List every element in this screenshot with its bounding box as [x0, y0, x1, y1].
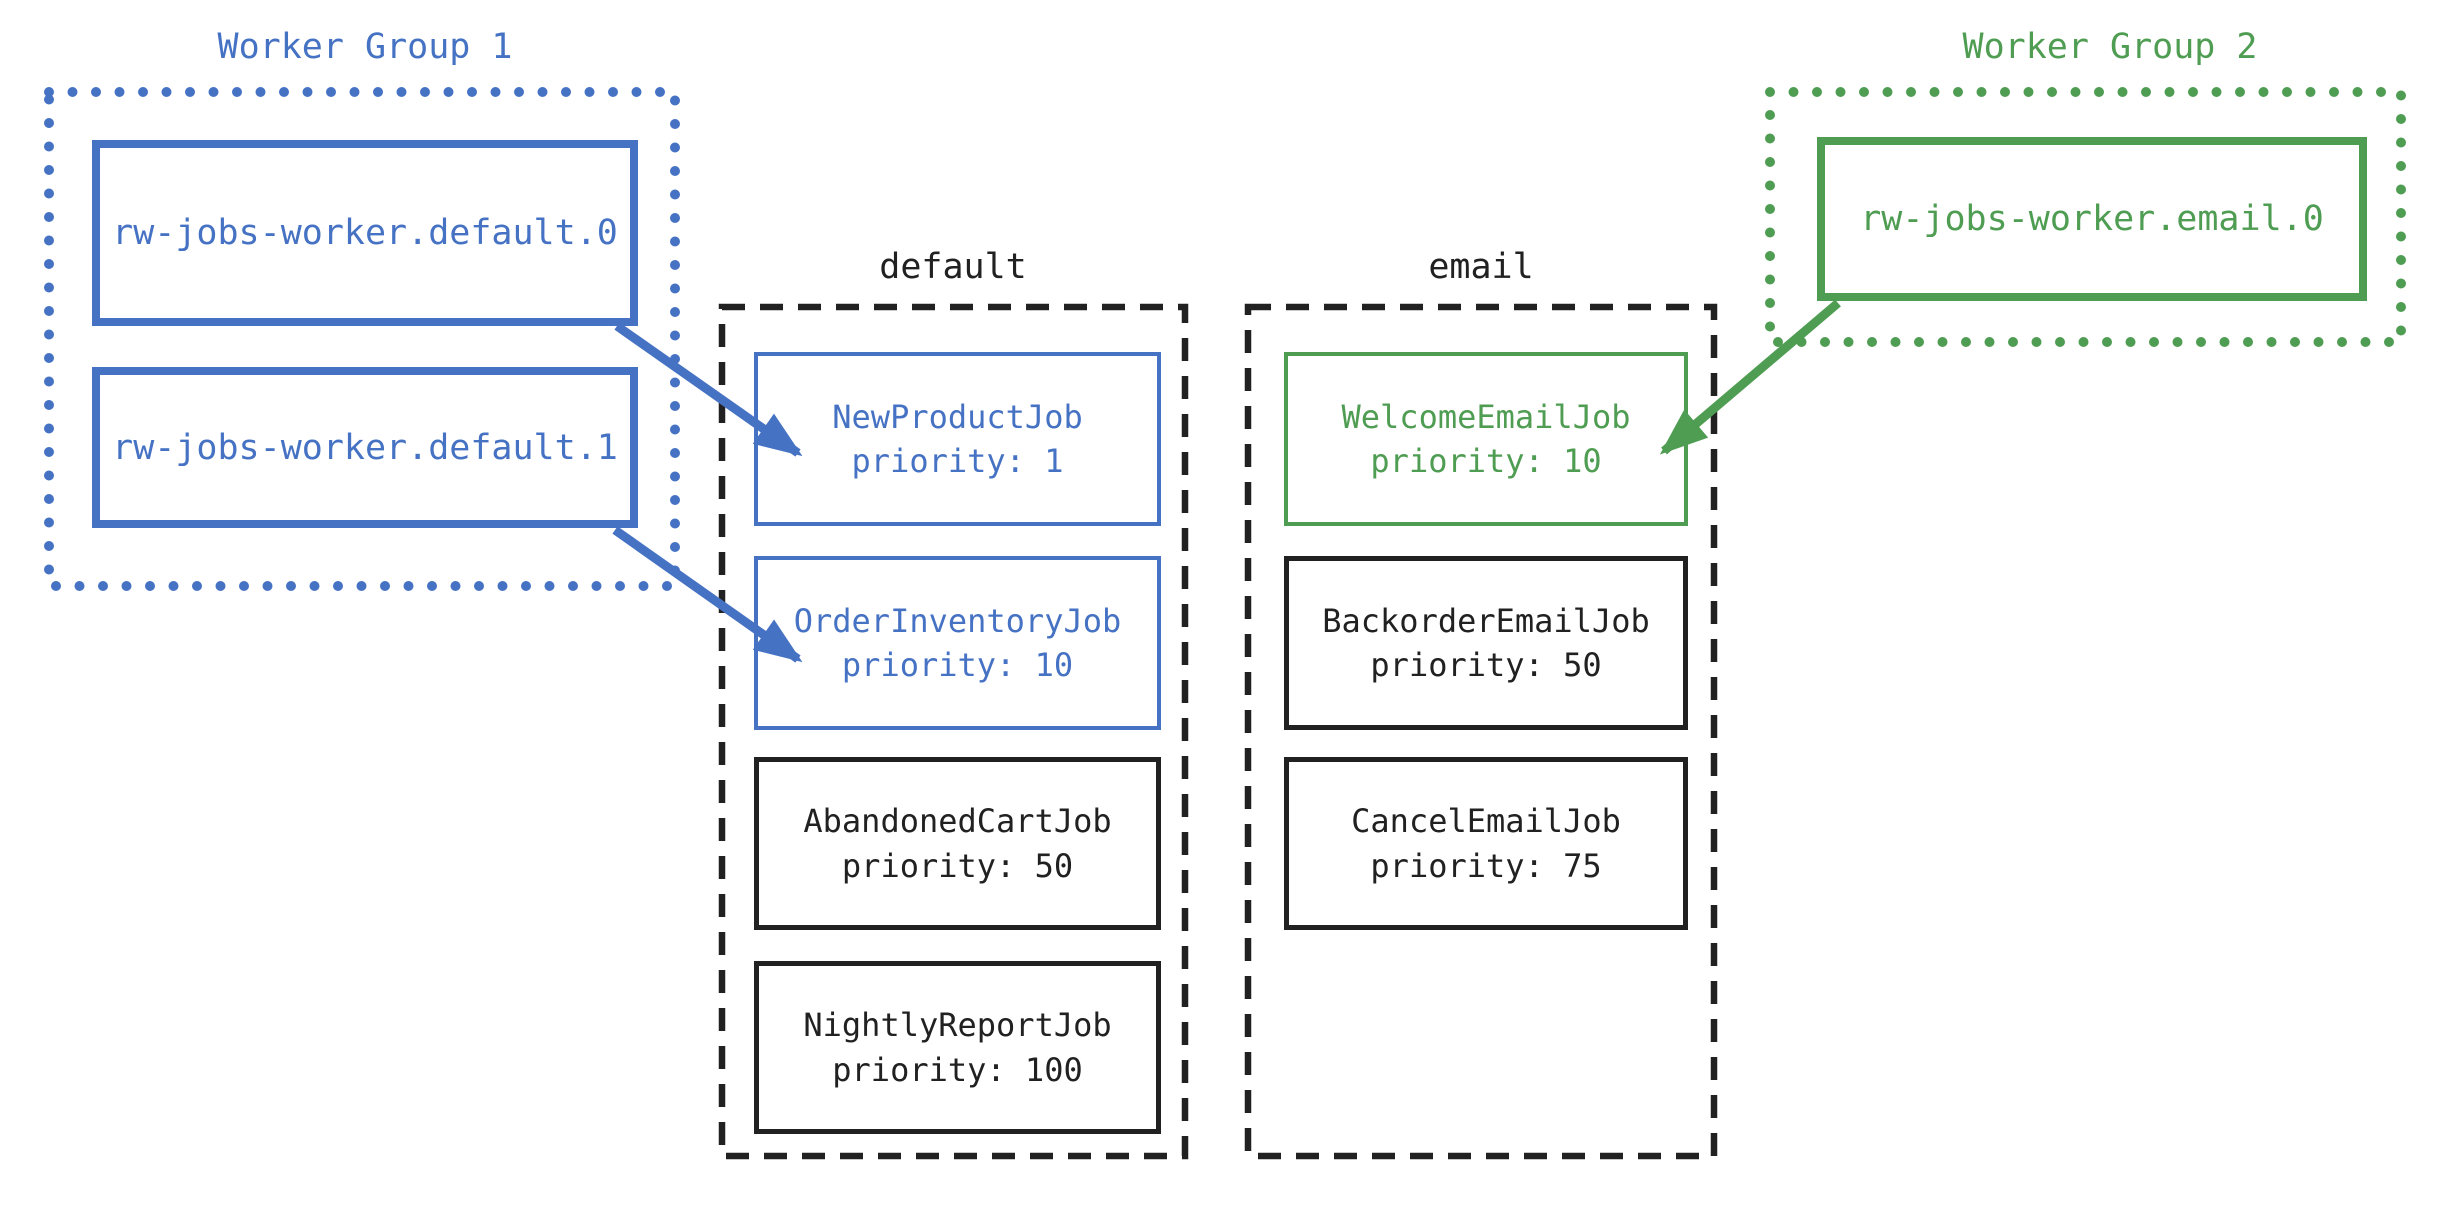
worker-group-2-label: Worker Group 2: [1962, 27, 2258, 67]
job-welcomeemailjob: WelcomeEmailJob priority: 10: [1284, 352, 1688, 526]
worker-node-default-1: rw-jobs-worker.default.1: [92, 367, 638, 528]
job-name: OrderInventoryJob: [793, 601, 1122, 640]
job-name: AbandonedCartJob: [803, 802, 1112, 841]
arrow-worker-default-1-to-orderinventoryjob: [612, 526, 803, 663]
worker-node-email-0: rw-jobs-worker.email.0: [1817, 137, 2367, 301]
job-priority: priority: 100: [832, 1050, 1083, 1089]
job-priority: priority: 1: [851, 442, 1064, 480]
job-priority: priority: 10: [841, 646, 1074, 684]
worker-node-default-1-label: rw-jobs-worker.default.1: [112, 427, 618, 468]
queue-default-border: [718, 303, 1189, 1160]
job-newproductjob: NewProductJob priority: 1: [754, 352, 1161, 526]
arrow-worker-default-0-to-newproductjob: [614, 322, 803, 457]
job-priority: priority: 50: [841, 846, 1074, 885]
arrow-worker-email-0-to-welcomeemailjob: [1659, 299, 1841, 455]
job-priority: priority: 50: [1370, 646, 1602, 684]
job-priority: priority: 75: [1370, 846, 1602, 885]
worker-node-default-0-label: rw-jobs-worker.default.0: [112, 213, 618, 253]
job-name: CancelEmailJob: [1351, 802, 1621, 841]
job-nightlyreportjob: NightlyReportJob priority: 100: [754, 961, 1161, 1134]
job-name: BackorderEmailJob: [1322, 601, 1650, 640]
job-cancelemailjob: CancelEmailJob priority: 75: [1284, 757, 1688, 930]
worker-node-default-0: rw-jobs-worker.default.0: [92, 140, 638, 326]
queue-email-label: email: [1428, 247, 1534, 287]
worker-node-email-0-label: rw-jobs-worker.email.0: [1860, 199, 2324, 239]
job-abandonedcartjob: AbandonedCartJob priority: 50: [754, 757, 1161, 930]
queue-email-border: [1244, 303, 1718, 1160]
job-name: NewProductJob: [832, 397, 1083, 436]
job-name: NightlyReportJob: [803, 1006, 1112, 1045]
job-backorderemailjob: BackorderEmailJob priority: 50: [1284, 556, 1688, 730]
worker-group-1-border: [44, 87, 680, 591]
job-priority: priority: 10: [1370, 442, 1602, 480]
worker-group-2-border: [1765, 87, 2406, 347]
job-name: WelcomeEmailJob: [1341, 397, 1631, 436]
queue-default-label: default: [879, 247, 1027, 287]
job-orderinventoryjob: OrderInventoryJob priority: 10: [754, 556, 1161, 730]
worker-group-1-label: Worker Group 1: [217, 27, 513, 67]
